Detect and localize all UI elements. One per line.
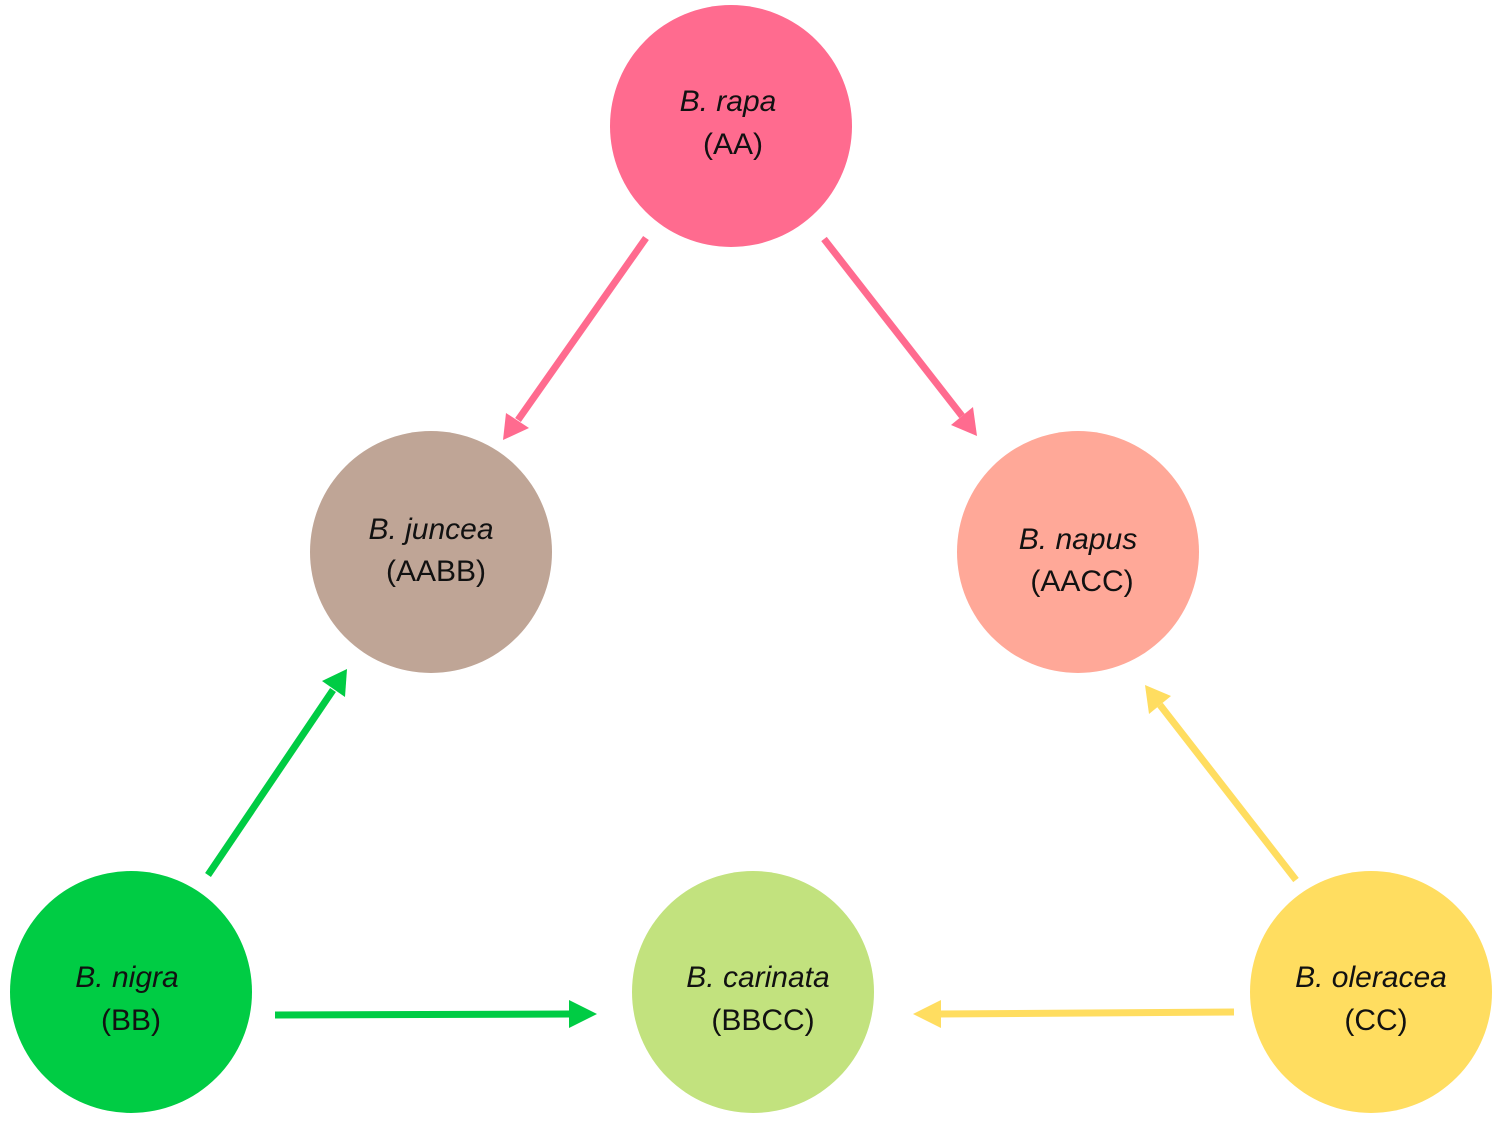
- arrow-oleracea-to-napus-shaft: [1157, 702, 1299, 883]
- arrow-rapa-to-napus: [821, 236, 977, 436]
- node-juncea-name: B. juncea: [368, 513, 493, 546]
- node-napus: B. napus (AACC): [957, 431, 1199, 673]
- node-napus-genome: (AACC): [1030, 565, 1133, 598]
- arrow-oleracea-to-carinata: [913, 1000, 1235, 1028]
- node-nigra-genome: (BB): [101, 1004, 161, 1037]
- node-napus-circle: [957, 431, 1199, 673]
- arrow-nigra-to-juncea-head: [322, 669, 347, 697]
- arrow-rapa-to-napus-head: [951, 407, 977, 436]
- node-carinata-circle: [632, 871, 874, 1113]
- arrow-oleracea-to-carinata-head: [913, 1000, 941, 1028]
- node-rapa-genome: (AA): [703, 128, 763, 161]
- arrow-nigra-to-carinata: [274, 1000, 597, 1028]
- node-rapa-circle: [610, 5, 852, 247]
- node-nigra: B. nigra (BB): [10, 871, 252, 1113]
- node-nigra-circle: [10, 871, 252, 1113]
- arrow-nigra-to-carinata-shaft: [274, 1010, 571, 1019]
- node-carinata: B. carinata (BBCC): [632, 871, 874, 1113]
- arrow-rapa-to-napus-shaft: [821, 236, 965, 419]
- node-juncea-circle: [310, 431, 552, 673]
- arrow-rapa-to-juncea-shaft: [515, 235, 649, 423]
- arrow-nigra-to-juncea-shaft: [205, 688, 336, 877]
- node-rapa-name: B. rapa: [680, 85, 777, 118]
- node-carinata-name: B. carinata: [686, 961, 829, 994]
- node-carinata-genome: (BBCC): [711, 1004, 814, 1037]
- arrow-nigra-to-carinata-head: [569, 1000, 597, 1028]
- node-nigra-name: B. nigra: [75, 961, 178, 994]
- node-juncea-genome: (AABB): [386, 555, 486, 588]
- arrow-oleracea-to-napus: [1145, 685, 1299, 883]
- arrow-oleracea-to-napus-head: [1145, 685, 1171, 714]
- arrow-rapa-to-juncea-head: [503, 413, 529, 440]
- node-juncea: B. juncea (AABB): [310, 431, 552, 673]
- node-oleracea-circle: [1250, 871, 1492, 1113]
- node-oleracea-name: B. oleracea: [1295, 961, 1447, 994]
- arrow-rapa-to-juncea: [503, 235, 649, 440]
- arrows: [205, 235, 1299, 1028]
- arrow-nigra-to-juncea: [205, 669, 347, 877]
- node-napus-name: B. napus: [1019, 523, 1137, 556]
- node-oleracea: B. oleracea (CC): [1250, 871, 1492, 1113]
- arrow-oleracea-to-carinata-shaft: [937, 1008, 1235, 1018]
- node-rapa: B. rapa (AA): [610, 5, 852, 247]
- node-oleracea-genome: (CC): [1344, 1004, 1407, 1037]
